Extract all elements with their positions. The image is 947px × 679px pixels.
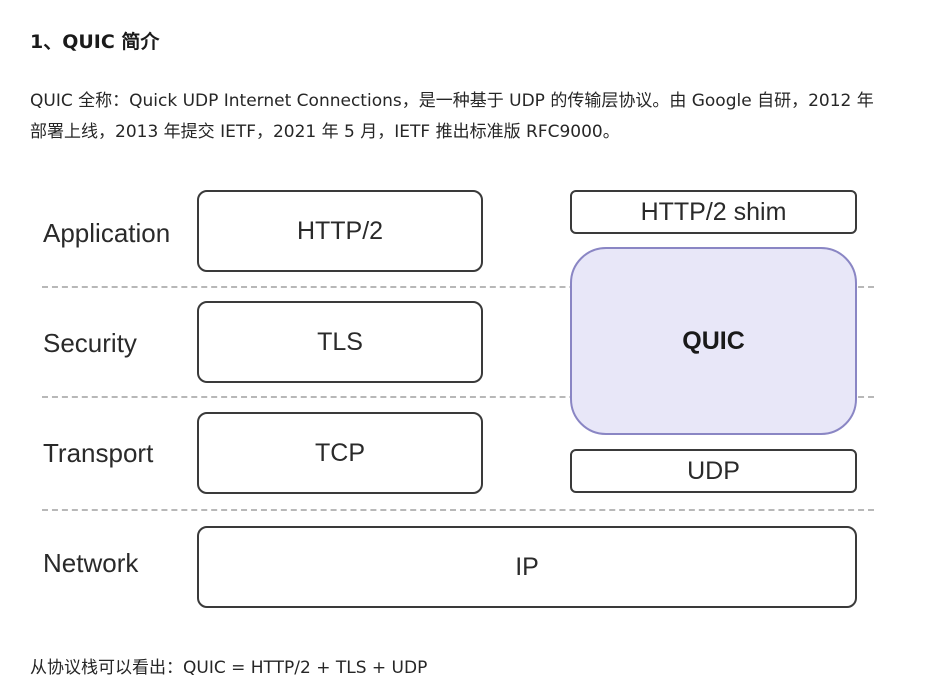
protocol-stack-diagram: Application Security Transport Network H… [0,175,947,625]
layer-divider [42,396,874,398]
layer-label-application: Application [43,218,171,248]
layer-label-security: Security [43,328,137,358]
layer-label-transport: Transport [43,438,154,468]
layer-divider [42,509,874,511]
tls-box: TLS [197,301,483,383]
layer-divider [42,286,874,288]
http2-box: HTTP/2 [197,190,483,272]
summary-text: 从协议栈可以看出：QUIC = HTTP/2 + TLS + UDP [30,658,428,678]
http2-shim-box: HTTP/2 shim [570,190,857,234]
quic-box: QUIC [570,247,857,435]
udp-box: UDP [570,449,857,493]
intro-paragraph: QUIC 全称：Quick UDP Internet Connections，是… [30,91,874,142]
tcp-box: TCP [197,412,483,494]
ip-box: IP [197,526,857,608]
section-heading: 1、QUIC 简介 [30,31,160,53]
layer-label-network: Network [43,548,139,578]
